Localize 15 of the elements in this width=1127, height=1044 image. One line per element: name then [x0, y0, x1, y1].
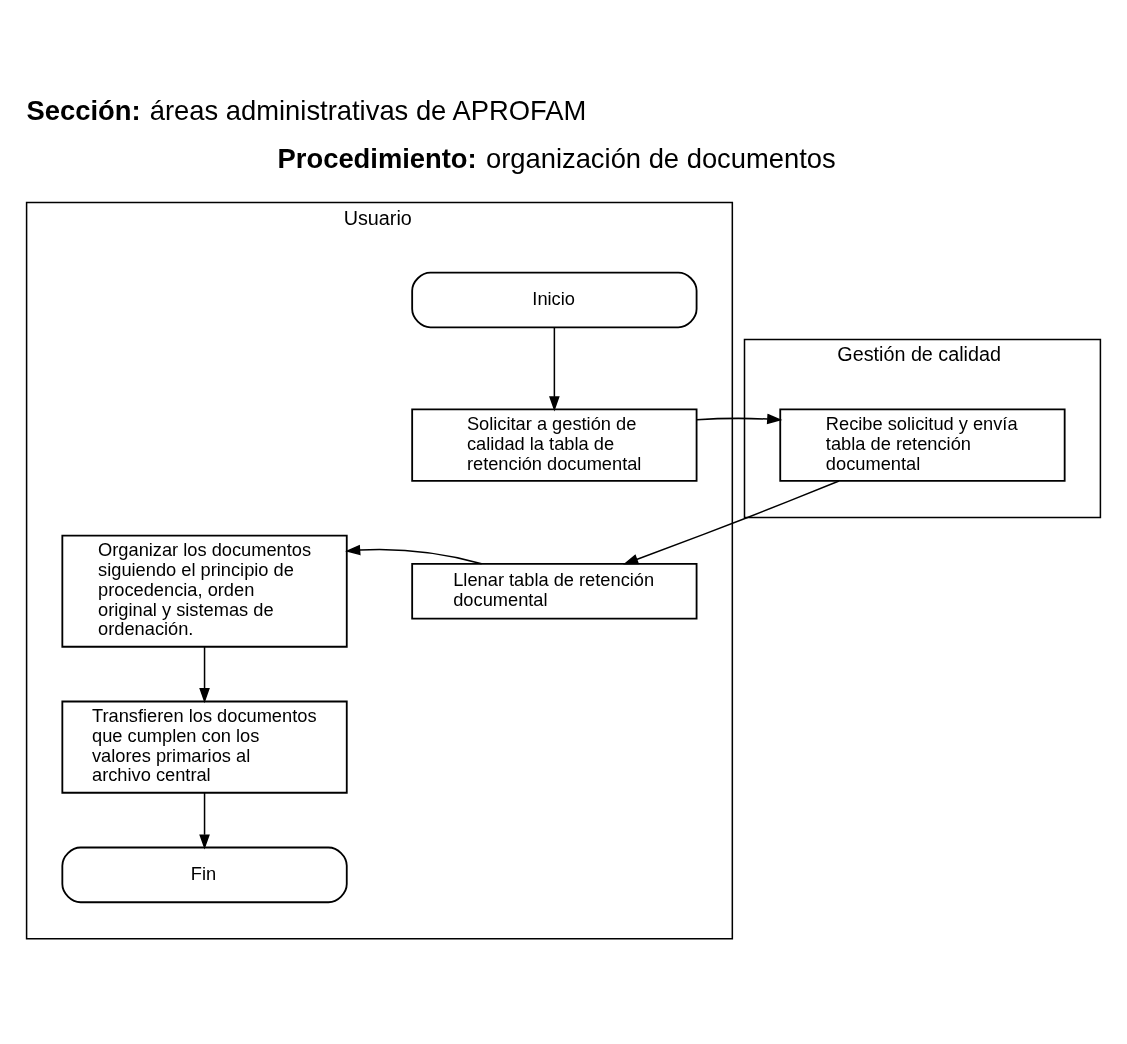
arrow: [199, 646, 210, 704]
label: Procedimiento: organización de documentos: [277, 143, 836, 175]
diagram-title: Sección: áreas administrativas de APROFAM: [26, 94, 587, 126]
arrow: [345, 544, 483, 565]
arrow: [549, 326, 560, 412]
arrow: [695, 413, 783, 425]
node-box: Inicio: [411, 271, 698, 329]
node-box: Fin: [61, 846, 348, 904]
node-box: Organizar los documentos siguiendo el principio de procedencia, orden original y sistemas de ordenación.: [61, 534, 348, 648]
arrow: [623, 480, 840, 565]
node-box: Solicitar a gestión de calidad la tabla de retención documental: [411, 408, 698, 482]
node-box: Llenar tabla de retención documental: [411, 562, 698, 620]
arrow: [199, 792, 210, 850]
node-box: Transfieren los documentos que cumplen con los valores primarios al archivo central: [61, 700, 348, 794]
node-box: Recibe solicitud y envía tabla de retención documental: [779, 408, 1066, 482]
